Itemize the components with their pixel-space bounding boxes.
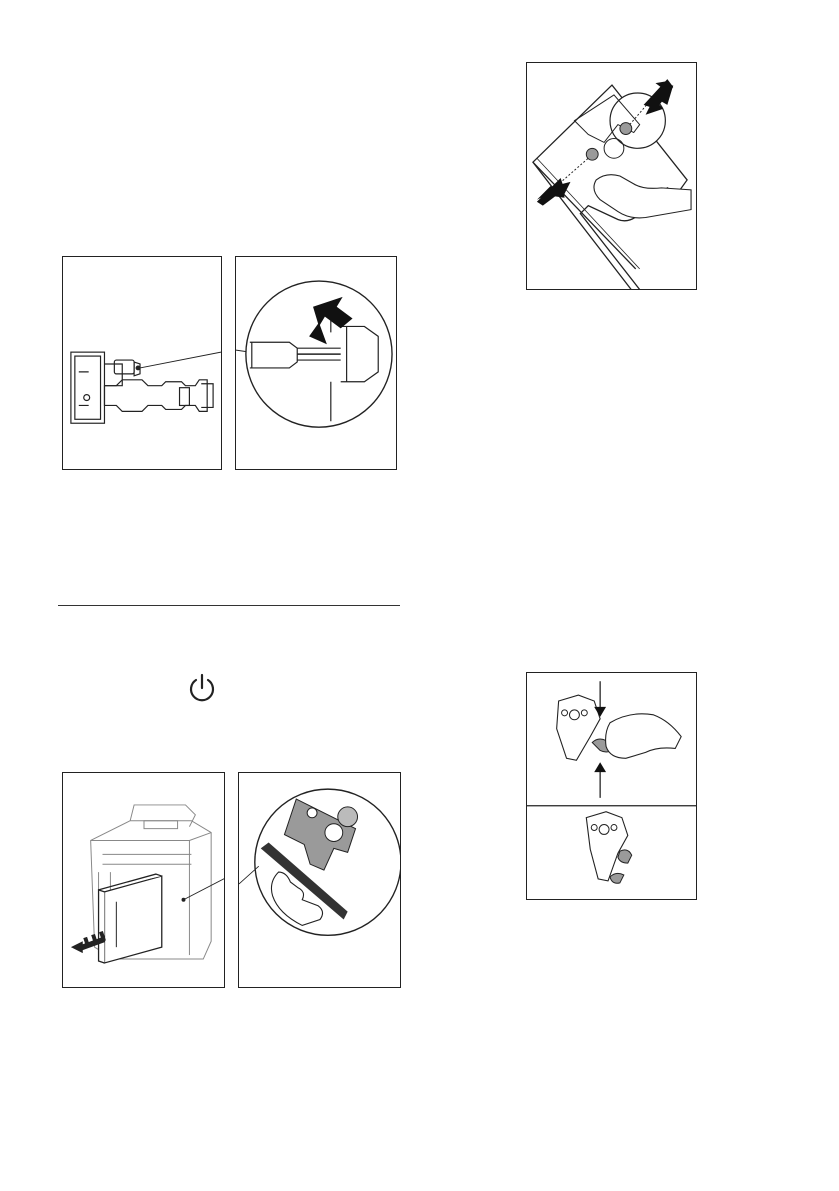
coffee-machine-side-panel-removal [63,773,224,987]
figure-piston-detail [235,256,397,470]
hand-pressing-two-points-arrows [527,63,696,289]
magnified-piston-needle-with-arrow [236,257,396,469]
figure-piston-overview [62,256,222,470]
power-icon [186,672,218,704]
figure-machine-panel-removal [62,772,225,988]
brewing-unit-released [586,812,631,884]
brewing-unit-squeeze-levers [527,673,696,899]
section-divider [58,605,400,606]
figure-brewing-unit-steps [526,672,697,900]
figure-panel-holding-detail [238,772,401,988]
hand-holding-panel-zoom [239,773,400,987]
brewing-unit-piston-illustration [63,257,221,469]
figure-press-release-points [526,62,697,290]
